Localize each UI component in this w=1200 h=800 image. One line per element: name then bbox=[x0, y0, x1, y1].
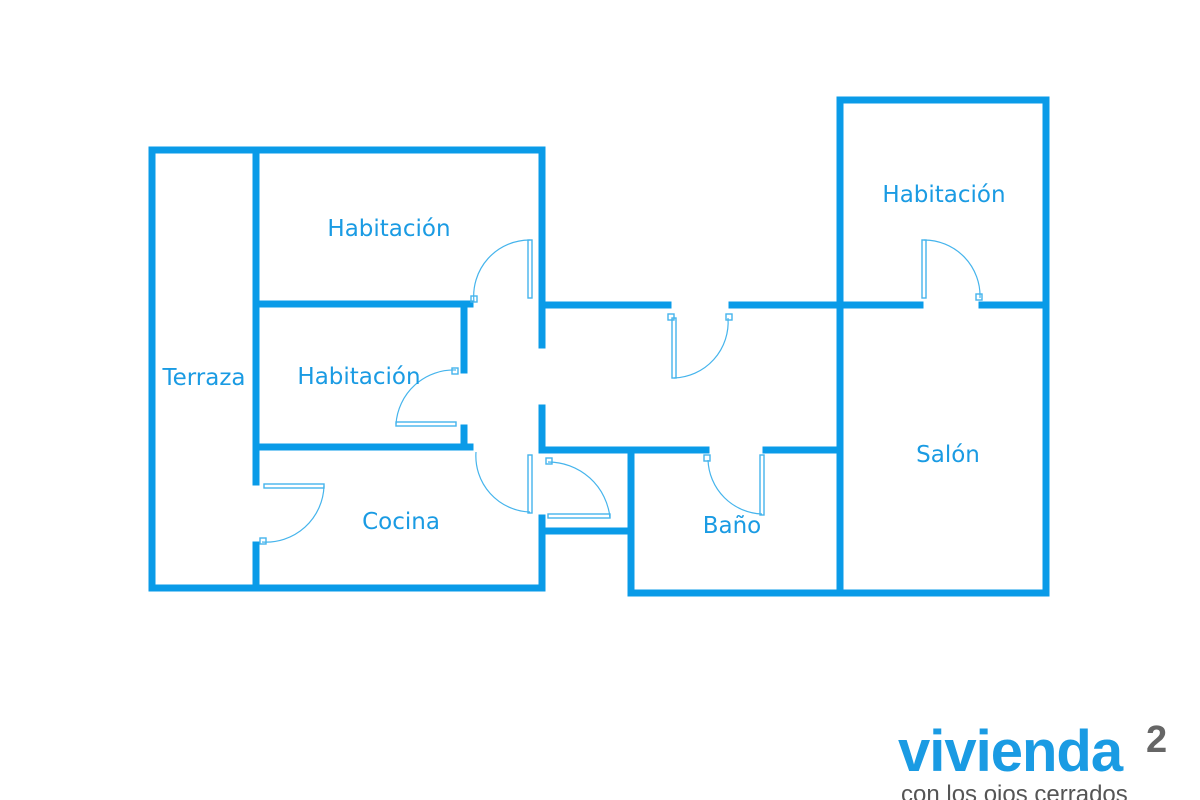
door-terraza-cocina bbox=[259, 483, 325, 545]
wall-left-block-outer bbox=[148, 146, 546, 306]
wall-closet-right bbox=[627, 446, 1050, 597]
brand-superscript: 2 bbox=[1146, 719, 1168, 761]
room-label-salon: Salón bbox=[916, 442, 980, 468]
brand-tagline: con los ojos cerrados bbox=[901, 781, 1128, 800]
door-hall-upper bbox=[667, 313, 733, 379]
brand-name: vivienda bbox=[898, 719, 1123, 784]
door-cocina-hall bbox=[475, 451, 533, 514]
room-labels: Terraza Habitación Habitación Cocina Bañ… bbox=[161, 182, 1005, 539]
wall-right-block bbox=[836, 96, 1050, 597]
door-habitacion-right bbox=[921, 239, 983, 301]
door-bano bbox=[703, 454, 765, 516]
room-label-terraza: Terraza bbox=[161, 365, 245, 391]
door-closet bbox=[545, 457, 611, 519]
room-label-habitacion-top: Habitación bbox=[327, 216, 450, 242]
door-habitacion-mid bbox=[395, 367, 459, 427]
room-label-habitacion-mid: Habitación bbox=[297, 364, 420, 390]
room-label-habitacion-right: Habitación bbox=[882, 182, 1005, 208]
walls bbox=[148, 96, 1050, 597]
room-label-bano: Baño bbox=[703, 513, 762, 539]
door-habitacion-top bbox=[470, 239, 533, 303]
brand-logo: vivienda 2 con los ojos cerrados bbox=[898, 716, 1198, 800]
room-label-cocina: Cocina bbox=[362, 509, 440, 535]
doors bbox=[259, 239, 983, 545]
